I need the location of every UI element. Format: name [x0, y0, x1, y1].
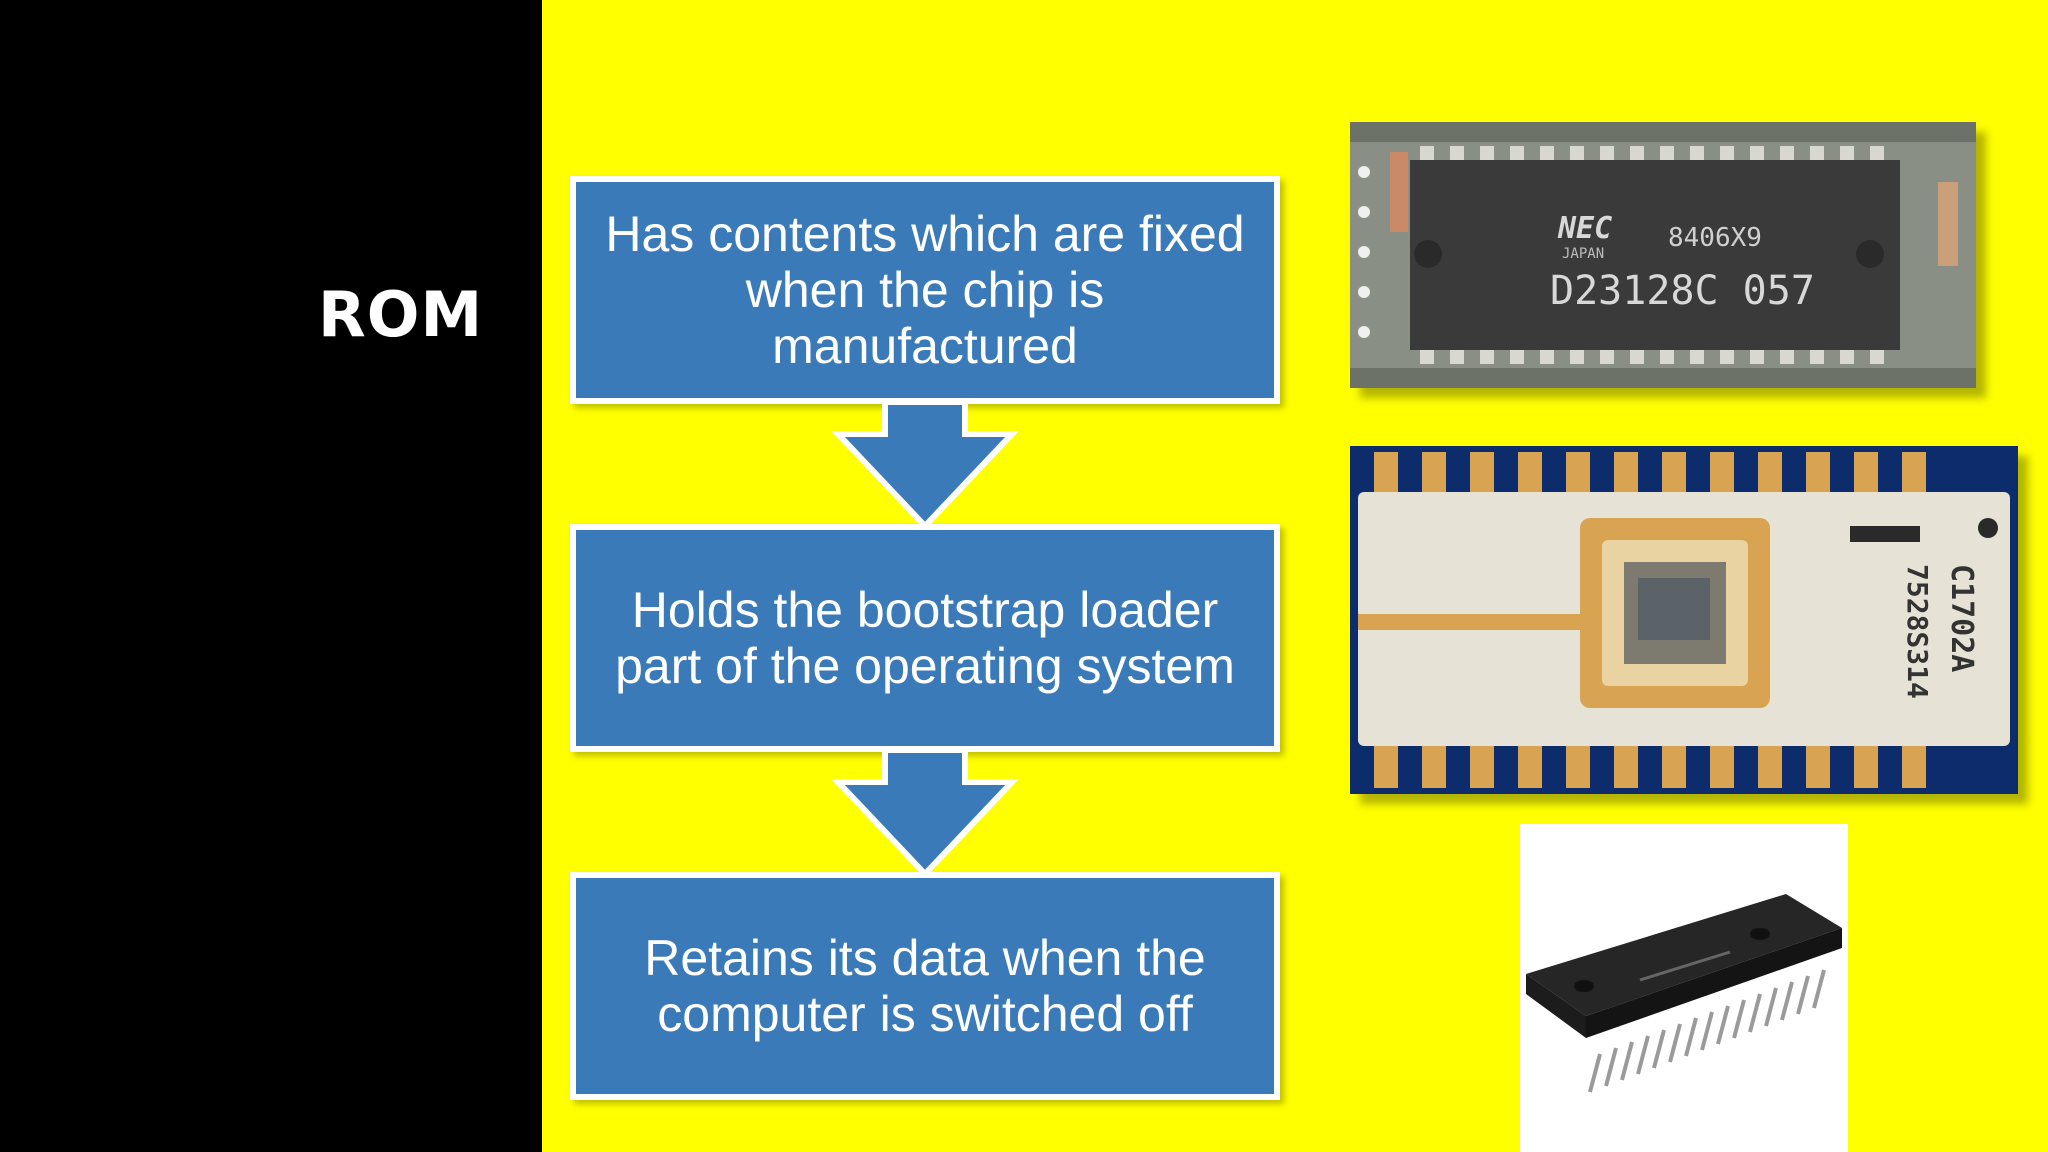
rom-chip-photo-nec: NEC JAPAN 8406X9 D23128C 057: [1350, 122, 1976, 388]
slide-title: ROM: [318, 278, 484, 351]
chip2-part: C1702A: [1944, 564, 1979, 672]
dip-chip-photo: [1520, 824, 1848, 1152]
chip2-code: 7528S314: [1901, 564, 1934, 699]
down-arrow-icon: [831, 750, 1019, 879]
chip1-code: 8406X9: [1668, 223, 1762, 253]
flow-step-1-text: Has contents which are fixed when the ch…: [605, 206, 1245, 374]
chip1-part: D23128C 057: [1550, 268, 1815, 314]
left-panel: [0, 0, 542, 1152]
down-arrow-icon: [831, 402, 1019, 531]
flow-step-3-text: Retains its data when the computer is sw…: [644, 930, 1206, 1042]
flow-step-2: Holds the bootstrap loader part of the o…: [570, 524, 1280, 752]
flow-step-1: Has contents which are fixed when the ch…: [570, 176, 1280, 404]
chip1-country: JAPAN: [1562, 246, 1604, 262]
flow-step-2-text: Holds the bootstrap loader part of the o…: [615, 582, 1235, 694]
flow-step-3: Retains its data when the computer is sw…: [570, 872, 1280, 1100]
chip1-brand: NEC: [1557, 211, 1612, 246]
eprom-chip-photo: C1702A 7528S314: [1350, 446, 2018, 794]
